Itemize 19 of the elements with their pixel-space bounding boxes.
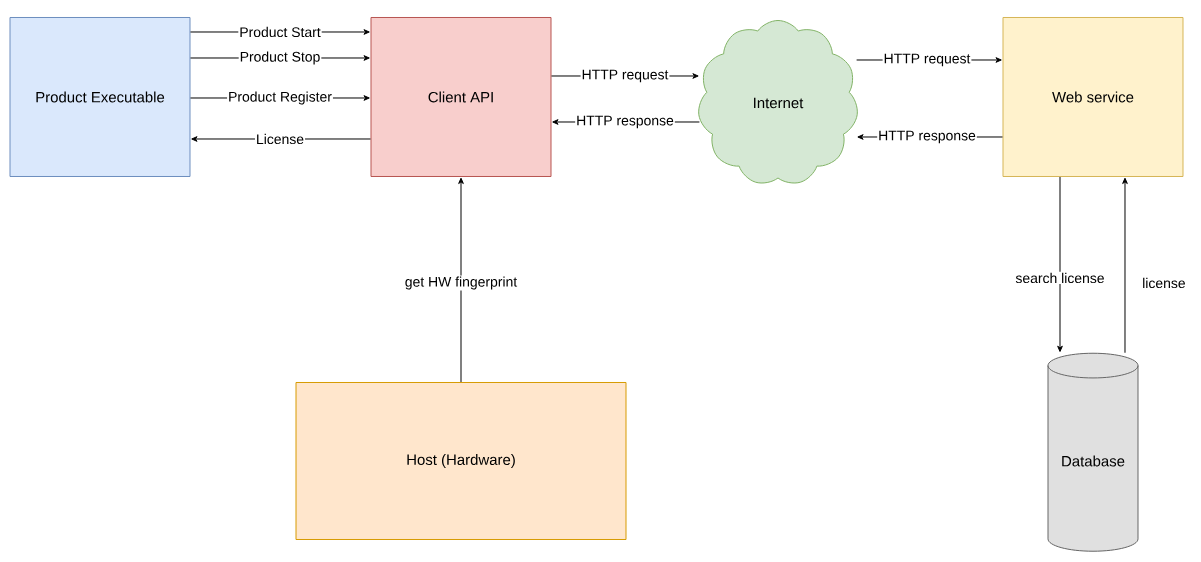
edge-label: HTTP request (882, 52, 972, 68)
arrow (1057, 176, 1063, 352)
edge-label: HTTP request (580, 68, 670, 84)
edge-label: Product Register (227, 90, 333, 106)
edge-label: HTTP response (575, 114, 675, 130)
process-box: Web service (1002, 17, 1184, 177)
arrow (458, 177, 464, 383)
process-box: Product Executable (9, 17, 191, 177)
edge-label: search license (1014, 271, 1106, 285)
edge-label: get HW fingerprint (403, 275, 519, 291)
process-box: Client API (370, 17, 552, 177)
edge-label: HTTP response (877, 129, 977, 145)
database-cylinder: Database (1047, 352, 1139, 552)
process-box: Host (Hardware) (295, 382, 627, 540)
edge-label: license (1141, 276, 1187, 290)
edge-label: Product Stop (238, 50, 322, 66)
edge-label: License (254, 132, 306, 146)
arrow (1122, 177, 1128, 354)
edge-label: Product Start (238, 25, 322, 39)
